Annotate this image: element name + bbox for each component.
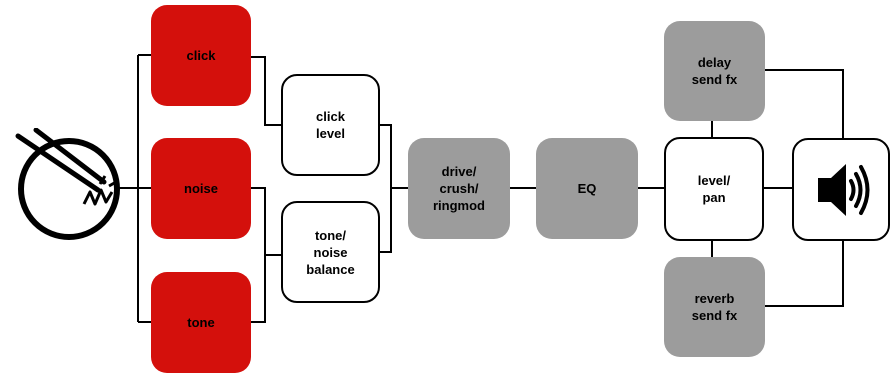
eq-block: EQ — [536, 138, 638, 239]
reverb-send-fx-block: reverb send fx — [664, 257, 765, 357]
drive-crush-ringmod-block: drive/ crush/ ringmod — [408, 138, 510, 239]
noise-block: noise — [151, 138, 251, 239]
level-pan-block: level/ pan — [664, 137, 764, 241]
click-block: click — [151, 5, 251, 106]
speaker-output-block — [792, 138, 890, 241]
speaker-icon — [818, 164, 870, 216]
tone-block: tone — [151, 272, 251, 373]
tone-noise-balance-block: tone/ noise balance — [281, 201, 380, 303]
drum-hit-icon — [15, 128, 120, 240]
delay-send-fx-block: delay send fx — [664, 21, 765, 121]
click-level-block: click level — [281, 74, 380, 176]
